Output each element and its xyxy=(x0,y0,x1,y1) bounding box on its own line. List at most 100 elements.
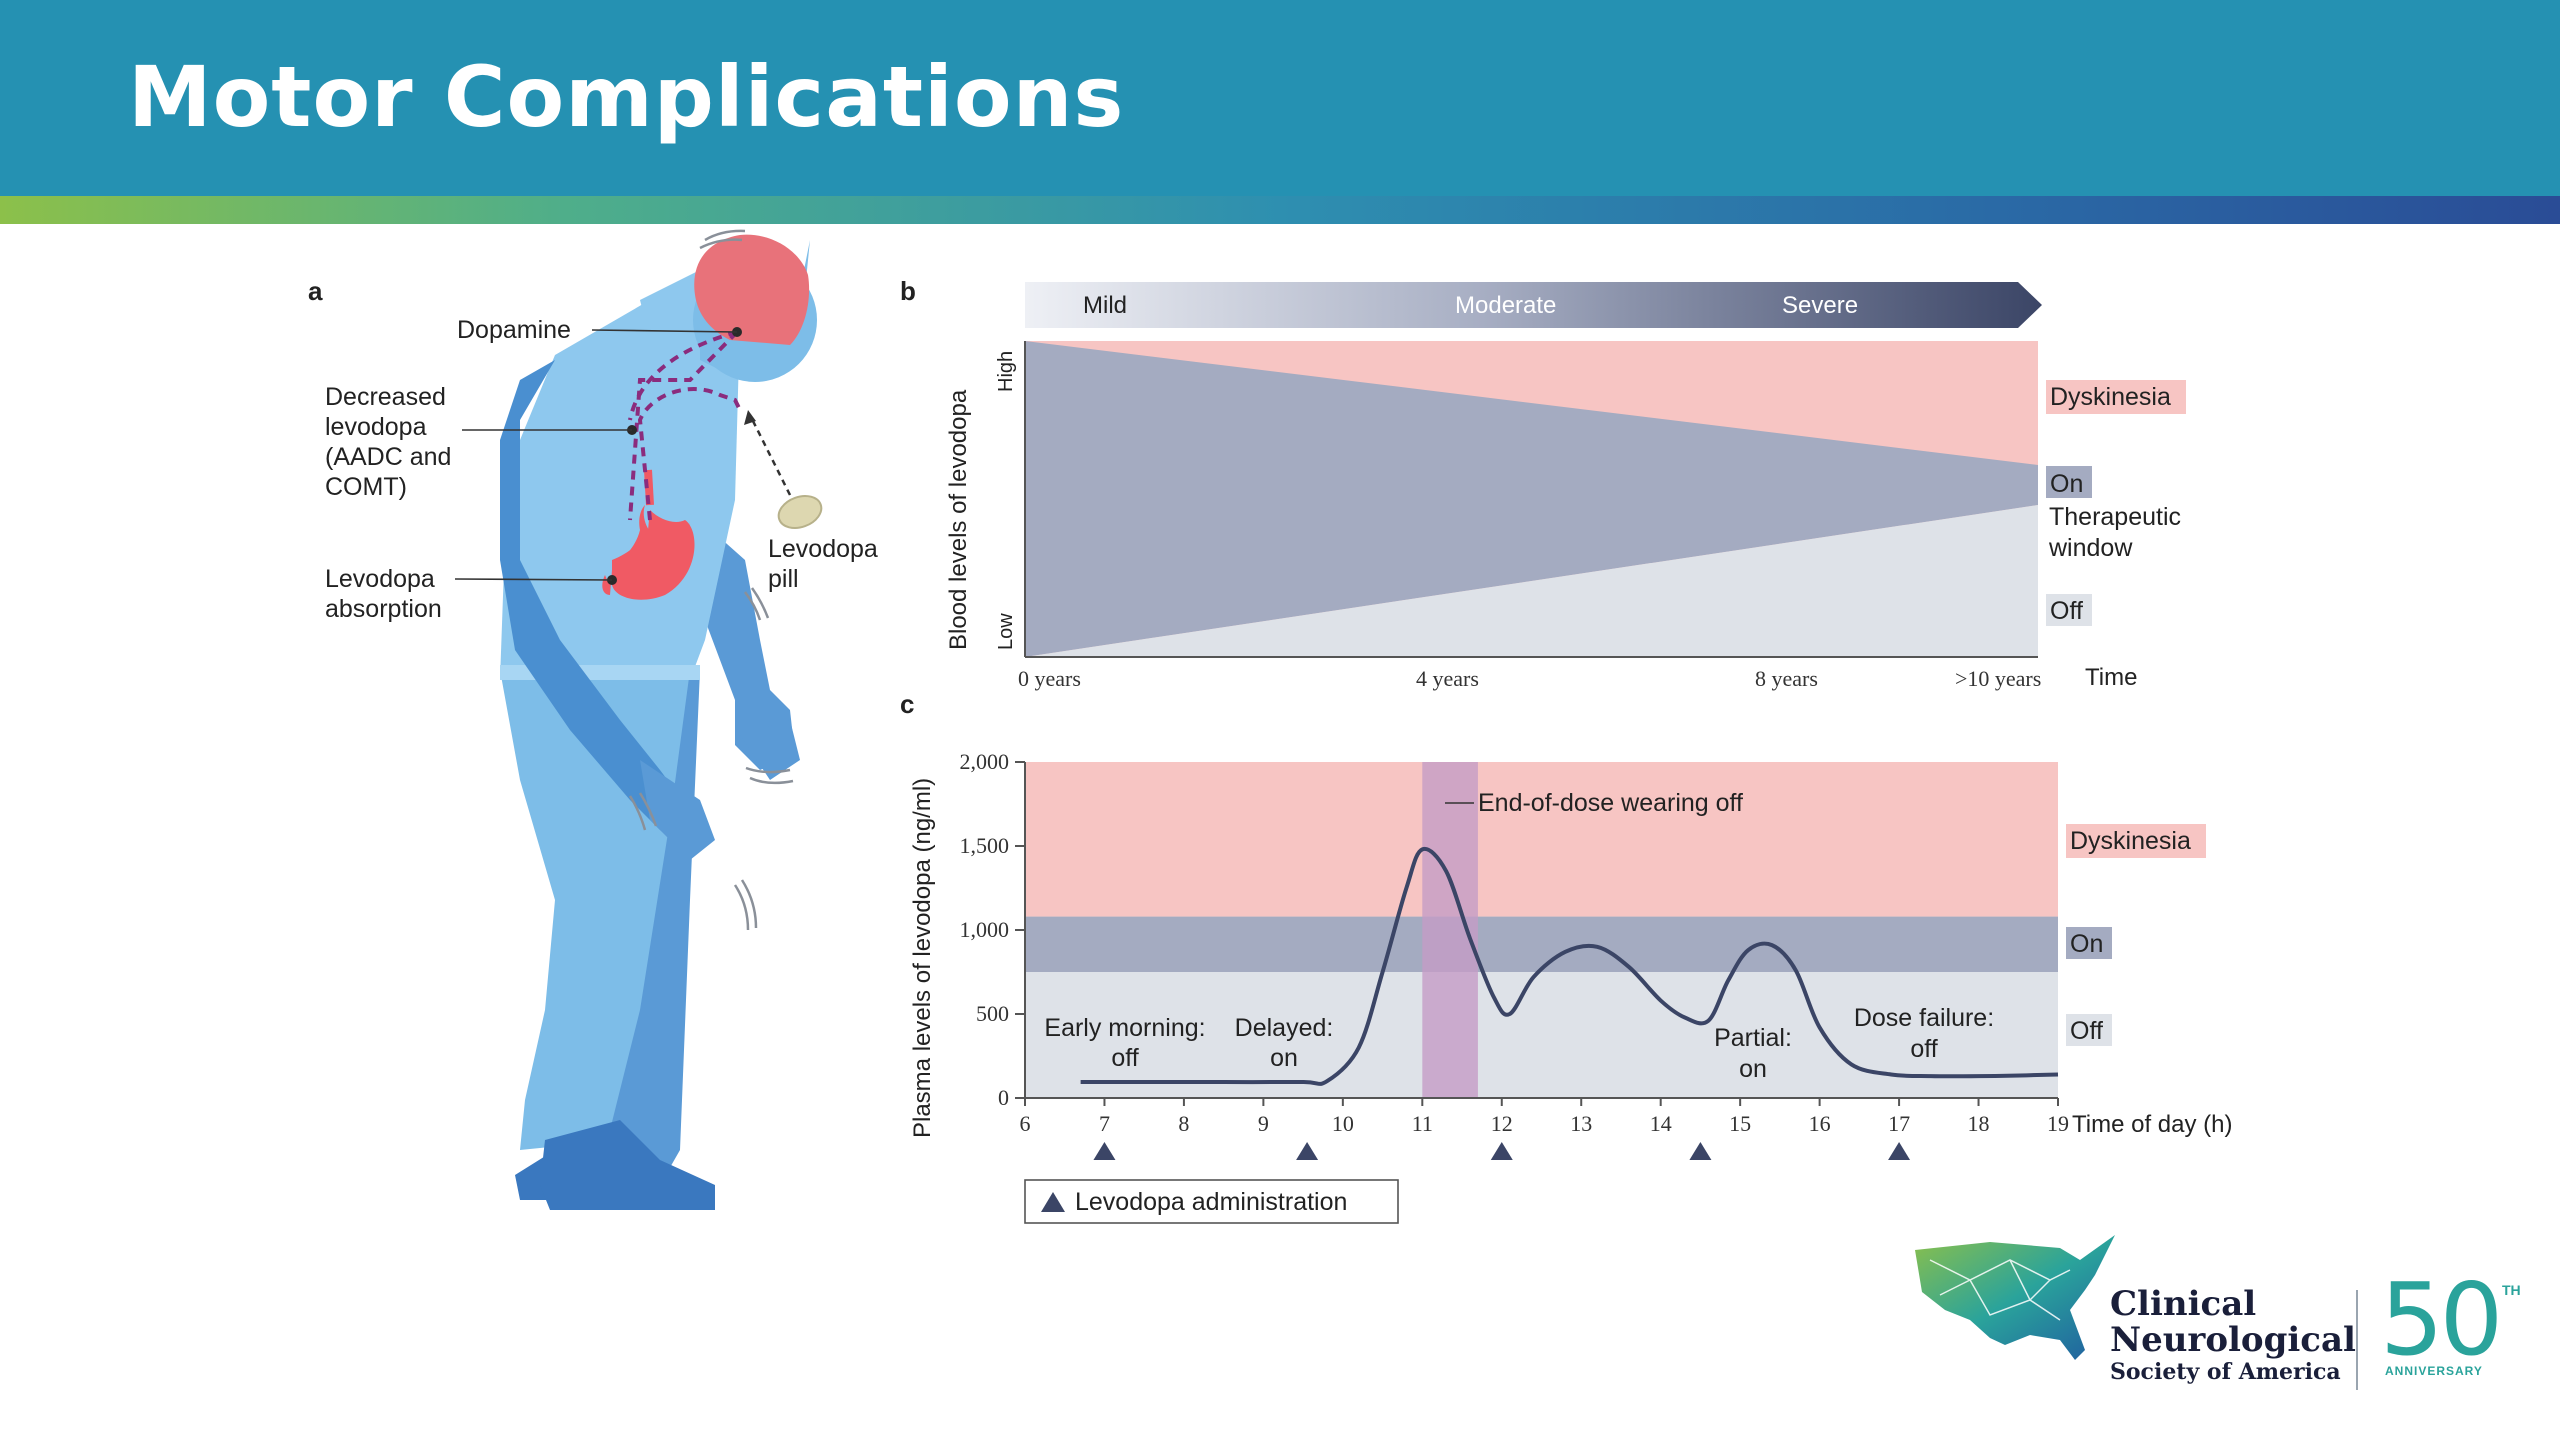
c-ytick-label: 2,000 xyxy=(960,749,1010,774)
back-arm xyxy=(700,520,795,770)
accent-bar xyxy=(0,196,2560,224)
c-band-dyskinesia xyxy=(1025,762,2058,917)
c-xtick-label: 14 xyxy=(1650,1111,1672,1136)
c-band-on xyxy=(1025,916,2058,972)
b-ylabel: Blood levels of levodopa xyxy=(945,389,972,650)
logo-line-2: Neurological xyxy=(2110,1320,2356,1360)
slide-header: Motor Complications xyxy=(0,0,2560,196)
c-tag-off: Off xyxy=(2070,1017,2103,1045)
logo-th: TH xyxy=(2502,1282,2521,1298)
c-phase-1-l1: Delayed: xyxy=(1235,1014,1334,1042)
c-phase-3-l1: Dose failure: xyxy=(1854,1004,1994,1032)
panel-a: a xyxy=(308,229,878,1210)
c-xtick-label: 6 xyxy=(1020,1111,1031,1136)
c-phase-0-l2: off xyxy=(1111,1044,1138,1072)
c-xtick-label: 16 xyxy=(1809,1111,1831,1136)
panel-b: b Mild Moderate Severe Blood levels of l… xyxy=(900,276,2186,691)
b-tag-on: On xyxy=(2050,470,2083,498)
logo-divider xyxy=(2356,1290,2358,1390)
label-pill-1: Levodopa xyxy=(768,535,878,563)
dose-marker xyxy=(1689,1142,1712,1160)
pill-arrow xyxy=(748,414,792,496)
c-series-line xyxy=(1080,846,2059,1086)
back-hand xyxy=(740,720,800,780)
b-y-high: High xyxy=(995,351,1017,392)
c-legend: Levodopa administration xyxy=(1024,1179,1399,1224)
label-absorption-2: absorption xyxy=(325,595,442,623)
c-xlabel: Time of day (h) xyxy=(2072,1111,2233,1138)
label-decreased-2: levodopa xyxy=(325,413,427,441)
b-tag-dyskinesia: Dyskinesia xyxy=(2050,383,2171,411)
brain xyxy=(694,234,810,345)
c-dose-markers xyxy=(1093,1142,1911,1160)
c-legend-box xyxy=(1024,1179,1399,1224)
c-ytick-label: 1,000 xyxy=(960,917,1010,942)
b-zone-on xyxy=(1025,341,2038,657)
panel-c-letter: c xyxy=(900,689,914,719)
usa-map-icon xyxy=(1915,1235,2115,1360)
c-xtick-label: 7 xyxy=(1099,1111,1110,1136)
c-xtick-label: 11 xyxy=(1412,1111,1433,1136)
c-xtick-label: 13 xyxy=(1570,1111,1592,1136)
c-tag-on-bg xyxy=(2066,927,2112,959)
b-tag-window-1: Therapeutic xyxy=(2049,503,2181,531)
c-phase-1-l2: on xyxy=(1270,1044,1298,1072)
b-xlabel: Time xyxy=(2085,664,2137,691)
label-decreased-1: Decreased xyxy=(325,383,446,411)
c-ylabel: Plasma levels of levodopa (ng/ml) xyxy=(909,778,936,1138)
label-decreased-4: COMT) xyxy=(325,473,407,501)
cnsa-logo: Clinical Neurological Society of America… xyxy=(1910,1230,2530,1400)
c-xtick-label: 9 xyxy=(1258,1111,1269,1136)
label-pill-2: pill xyxy=(768,565,799,593)
front-foot xyxy=(540,1120,715,1210)
patient-figure xyxy=(500,229,823,1210)
c-tag-on: On xyxy=(2070,930,2103,958)
front-arm xyxy=(500,360,710,855)
dose-marker xyxy=(1888,1142,1911,1160)
c-ytick-label: 1,500 xyxy=(960,833,1010,858)
label-dopamine: Dopamine xyxy=(457,316,571,344)
c-annotation: End-of-dose wearing off xyxy=(1478,789,1743,817)
tremor-marks xyxy=(628,229,794,931)
c-phase-0-l1: Early morning: xyxy=(1044,1014,1205,1042)
end-of-dose-highlight xyxy=(1422,762,1478,1098)
b-tag-window-2: window xyxy=(2048,534,2133,562)
c-xtick-label: 15 xyxy=(1729,1111,1751,1136)
b-xtick-2: 8 years xyxy=(1755,666,1818,691)
c-xtick-label: 18 xyxy=(1968,1111,1990,1136)
c-phase-2-l1: Partial: xyxy=(1714,1024,1792,1052)
severity-mild: Mild xyxy=(1083,292,1127,319)
b-tag-dyskinesia-bg xyxy=(2046,380,2186,414)
b-tag-off: Off xyxy=(2050,597,2083,625)
c-ytick-label: 0 xyxy=(998,1085,1009,1110)
b-zone-off xyxy=(1025,505,2038,657)
dose-marker xyxy=(1296,1142,1319,1160)
pill-arrowhead xyxy=(744,410,756,425)
label-absorption-1: Levodopa xyxy=(325,565,435,593)
severity-arrow xyxy=(1025,282,2042,328)
dose-marker xyxy=(1093,1142,1116,1160)
slide-title: Motor Complications xyxy=(128,48,1125,146)
levodopa-pathway xyxy=(628,330,742,521)
torso xyxy=(500,300,740,680)
stomach-body xyxy=(612,510,695,600)
c-bands xyxy=(1025,762,2058,1098)
b-xtick-3: >10 years xyxy=(1955,666,2041,691)
c-phase-3-l2: off xyxy=(1910,1035,1937,1063)
severity-moderate: Moderate xyxy=(1455,292,1556,319)
logo-anniversary: ANNIVERSARY xyxy=(2385,1364,2483,1378)
c-xtick-label: 12 xyxy=(1491,1111,1513,1136)
logo-fifty: 50 xyxy=(2380,1261,2503,1378)
leader-lines xyxy=(454,329,738,581)
logo-line-1: Clinical xyxy=(2110,1284,2257,1324)
c-xtick-label: 8 xyxy=(1178,1111,1189,1136)
c-tag-off-bg xyxy=(2066,1014,2112,1046)
b-y-low: Low xyxy=(995,613,1017,650)
b-xtick-0: 0 years xyxy=(1018,666,1081,691)
c-xtick-label: 19 xyxy=(2047,1111,2069,1136)
dose-marker xyxy=(1490,1142,1513,1160)
